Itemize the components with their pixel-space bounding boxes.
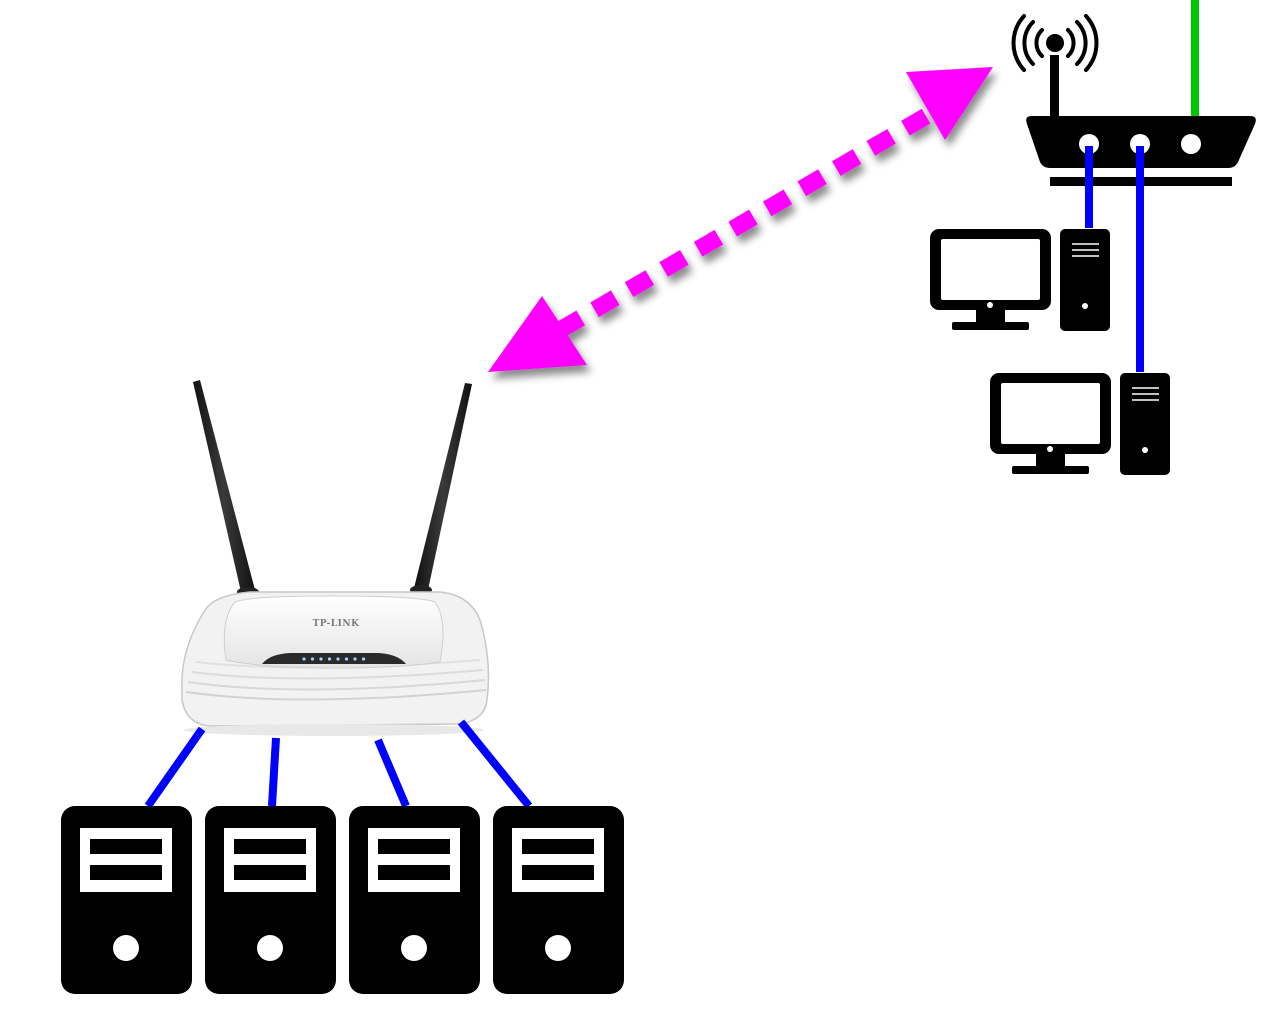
wifi-signal-icon [1011, 14, 1099, 72]
status-led [310, 657, 315, 661]
status-led [336, 657, 340, 661]
antenna-left [193, 380, 255, 592]
ethernet-cable [144, 726, 206, 809]
router-antenna [1050, 55, 1059, 121]
server-tower-icon [205, 806, 336, 994]
ethernet-cable [374, 738, 410, 808]
tp-link-router: TP-LINK [181, 380, 490, 736]
status-led [353, 657, 357, 661]
server-tower-icon [349, 806, 480, 994]
router-port [1181, 134, 1201, 154]
server-tower-icon [61, 806, 192, 994]
status-led [302, 657, 306, 661]
arrowhead-right [906, 67, 993, 140]
router-top [223, 595, 444, 669]
desktop-computer-icon [930, 229, 1051, 330]
status-led [327, 657, 332, 661]
wireless-link-dots [555, 107, 933, 338]
status-led [361, 657, 366, 661]
ethernet-cable [457, 719, 533, 809]
router-port [1130, 134, 1150, 154]
status-leds [302, 657, 366, 661]
pc-tower [1060, 229, 1110, 331]
workstation [990, 373, 1170, 475]
ethernet-cable [268, 737, 280, 807]
server-tower-icon [493, 806, 624, 994]
desktop-computer-icon [990, 373, 1111, 474]
router-port [1079, 134, 1099, 154]
router-ports [1079, 134, 1201, 154]
status-led [319, 657, 323, 661]
brand-label: TP-LINK [313, 619, 360, 629]
workstation [930, 229, 1110, 331]
pc-tower [1120, 373, 1170, 475]
server-row [61, 806, 624, 994]
led-panel [262, 653, 406, 664]
remote-router [1011, 14, 1256, 186]
antenna-right [414, 383, 472, 590]
wireless-link-arrow [488, 67, 993, 372]
status-led [344, 657, 349, 661]
arrowhead-left [488, 296, 587, 372]
